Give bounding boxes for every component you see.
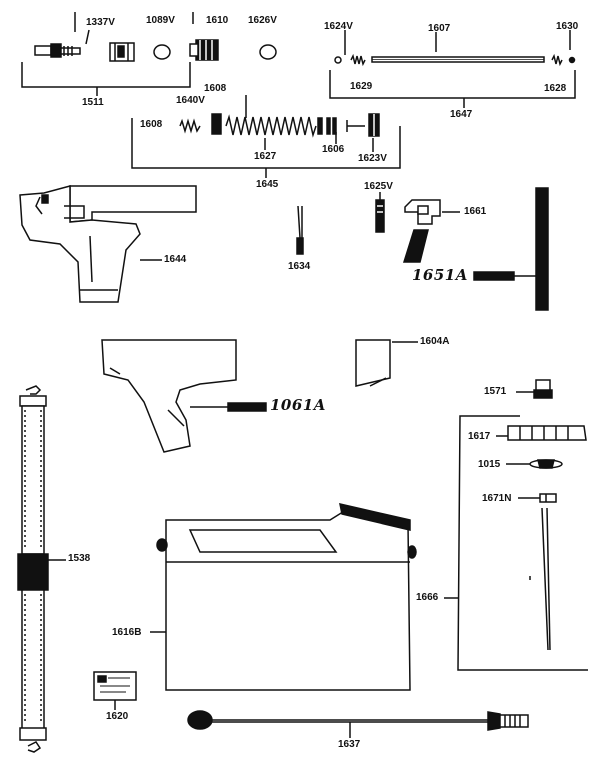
part-1610-cap <box>189 39 219 61</box>
label-1620: 1620 <box>106 711 129 722</box>
part-vertical-bar <box>535 187 549 311</box>
label-1625V: 1625V <box>364 181 393 192</box>
part-1608-bushing <box>211 113 222 135</box>
label-1089V: 1089V <box>146 15 175 26</box>
part-1620-label <box>93 671 137 710</box>
label-1651A: 1651A <box>412 266 468 284</box>
part-1651A-tube <box>473 271 536 281</box>
part-1644-gun-body <box>19 185 197 303</box>
part-1629-spring <box>350 53 366 67</box>
label-1671N: 1671N <box>482 493 512 504</box>
label-1607: 1607 <box>428 23 451 34</box>
part-1634-pin <box>296 205 304 255</box>
label-1538: 1538 <box>68 553 91 564</box>
label-1627: 1627 <box>254 151 277 162</box>
label-1661: 1661 <box>464 206 487 217</box>
part-1628-spring <box>551 53 563 67</box>
label-1015: 1015 <box>478 459 501 470</box>
part-1630-ball <box>568 56 576 64</box>
part-1604A-plate <box>355 339 418 387</box>
label-1610: 1610 <box>206 15 229 26</box>
bracket-1645 <box>131 95 401 178</box>
label-1608-left: 1608 <box>140 119 163 130</box>
label-1628: 1628 <box>544 83 567 94</box>
bracket-1511 <box>21 12 194 96</box>
part-1624V-ball <box>334 56 342 64</box>
part-1607-rod <box>371 56 545 63</box>
label-1645: 1645 <box>256 179 279 190</box>
label-1637: 1637 <box>338 739 361 750</box>
label-1626V: 1626V <box>248 15 277 26</box>
part-1637-wand <box>187 710 529 738</box>
part-1671N-tip <box>518 493 557 503</box>
label-1061A: 1061A <box>270 396 326 414</box>
part-1337V-fitting <box>34 29 90 58</box>
part-1089V-washer <box>153 44 171 60</box>
bracket-1666 <box>444 415 588 671</box>
part-nut <box>109 42 135 62</box>
label-1608-top: 1608 <box>204 83 227 94</box>
part-1627-spring <box>225 114 317 138</box>
label-1604A: 1604A <box>420 336 450 347</box>
label-1616B: 1616B <box>112 627 142 638</box>
part-1015-nozzle <box>506 459 563 469</box>
label-1640V: 1640V <box>176 95 205 106</box>
bracket-1647 <box>329 30 576 108</box>
part-1661-latch <box>404 199 460 225</box>
label-1606: 1606 <box>322 144 345 155</box>
label-1511: 1511 <box>82 97 104 108</box>
label-1644: 1644 <box>164 254 187 265</box>
part-1625V-valve <box>375 192 385 233</box>
label-1634: 1634 <box>288 261 311 272</box>
label-1647: 1647 <box>450 109 473 120</box>
label-1337V: 1337V <box>86 17 115 28</box>
part-handle-1061A <box>101 339 267 453</box>
part-1538-strap <box>17 385 66 753</box>
part-1617-manifold <box>496 425 587 441</box>
label-1624V: 1624V <box>324 21 353 32</box>
label-1629: 1629 <box>350 81 373 92</box>
label-1630: 1630 <box>556 21 579 32</box>
part-dip-tube <box>529 507 551 651</box>
part-1616B-tank <box>150 503 417 691</box>
part-1606-washers <box>317 117 337 135</box>
part-1571-connector <box>516 379 553 399</box>
part-trigger-clip <box>402 229 429 263</box>
label-1571: 1571 <box>484 386 507 397</box>
part-1623V-seal <box>346 113 380 137</box>
label-1623V: 1623V <box>358 153 387 164</box>
part-1640V-spring <box>179 118 201 134</box>
label-1617: 1617 <box>468 431 491 442</box>
part-1626V-washer <box>259 44 277 60</box>
label-1666: 1666 <box>416 592 439 603</box>
